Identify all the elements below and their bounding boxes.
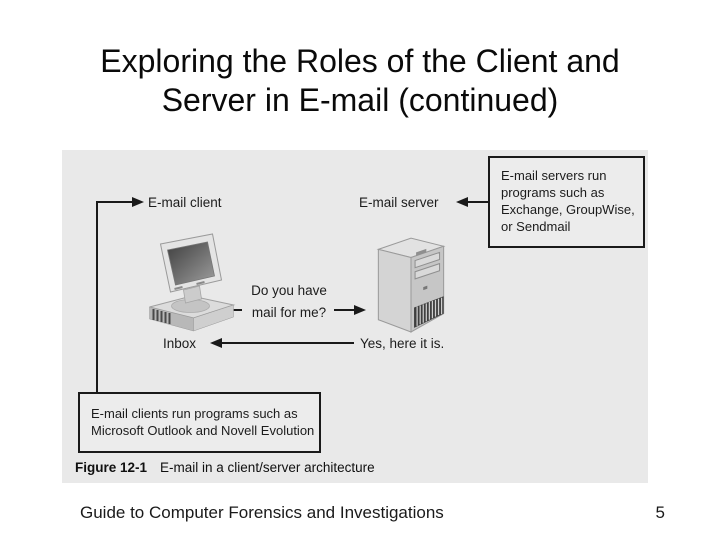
slide-title: Exploring the Roles of the Client and Se… <box>0 42 720 120</box>
reply-label: Yes, here it is. <box>360 336 445 351</box>
title-line-2: Server in E-mail (continued) <box>161 82 559 118</box>
figure-caption-label: Figure 12-1 <box>75 460 148 475</box>
server-note-box: E-mail servers run programs such as Exch… <box>488 156 645 248</box>
figure-caption: Figure 12-1 E-mail in a client/server arc… <box>75 460 375 475</box>
title-line-1: Exploring the Roles of the Client and <box>100 43 620 79</box>
email-client-label: E-mail client <box>148 195 222 210</box>
client-note-line-1: E-mail clients run programs such as <box>91 406 298 421</box>
server-note-line-2: programs such as <box>501 185 605 200</box>
arrowhead-left-server <box>456 197 468 207</box>
client-computer-icon <box>149 233 236 332</box>
inbox-label: Inbox <box>163 336 197 351</box>
arrowhead-right-client <box>132 197 144 207</box>
arrowhead-right-query <box>354 305 366 315</box>
client-note-box: E-mail clients run programs such as Micr… <box>78 392 321 453</box>
query-text: Do you have mail for me? <box>245 280 333 324</box>
figure-caption-text: E-mail in a client/server architecture <box>160 460 375 475</box>
footer-text: Guide to Computer Forensics and Investig… <box>80 503 444 522</box>
query-line-2: mail for me? <box>251 305 327 320</box>
figure-panel: E-mail client E-mail server <box>62 150 648 483</box>
arrowhead-left-inbox <box>210 338 222 348</box>
server-note-line-3: Exchange, GroupWise, <box>501 202 635 217</box>
client-note-line-2: Microsoft Outlook and Novell Evolution <box>91 423 315 438</box>
slide-footer: Guide to Computer Forensics and Investig… <box>80 503 665 523</box>
page-number: 5 <box>655 503 665 522</box>
connector-arrows <box>96 197 488 392</box>
query-line-1: Do you have <box>251 283 327 298</box>
email-server-label: E-mail server <box>359 195 439 210</box>
client-elbow-connector-line <box>96 201 134 392</box>
server-tower-icon <box>376 237 446 333</box>
server-note-line-4: or Sendmail <box>501 219 571 234</box>
server-note-line-1: E-mail servers run <box>501 168 607 183</box>
